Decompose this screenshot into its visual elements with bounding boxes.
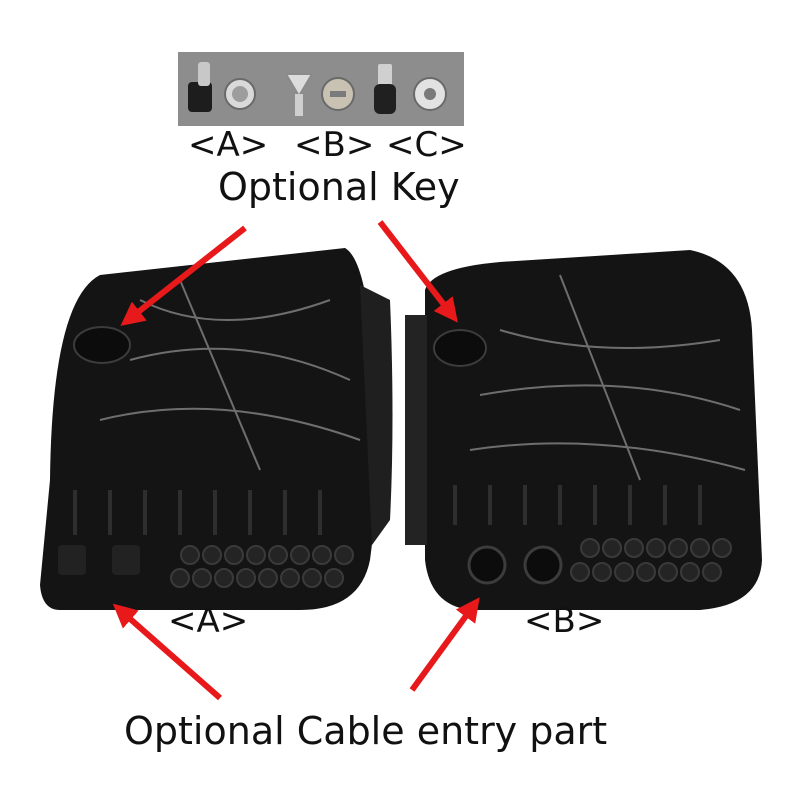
key-label-a: <A> [188,125,269,165]
optional-key-caption: Optional Key [218,165,460,209]
arrow-to-cable-entry-a [112,603,222,701]
key-options-photo [178,52,464,126]
box-label-a: <A> [168,601,249,641]
key-label-c: <C> [386,125,467,165]
arrow-to-lock-b [377,220,458,323]
key-a-icon [188,62,256,112]
key-b-icon [284,73,355,116]
arrow-to-cable-entry-b [409,597,480,692]
arrow-to-lock-a [120,225,247,326]
optional-cable-caption: Optional Cable entry part [124,709,608,753]
distribution-box-b [405,250,762,610]
box-label-b: <B> [524,601,605,641]
distribution-box-a [40,248,393,610]
key-c-icon [374,64,447,114]
key-label-b: <B> [294,125,375,165]
